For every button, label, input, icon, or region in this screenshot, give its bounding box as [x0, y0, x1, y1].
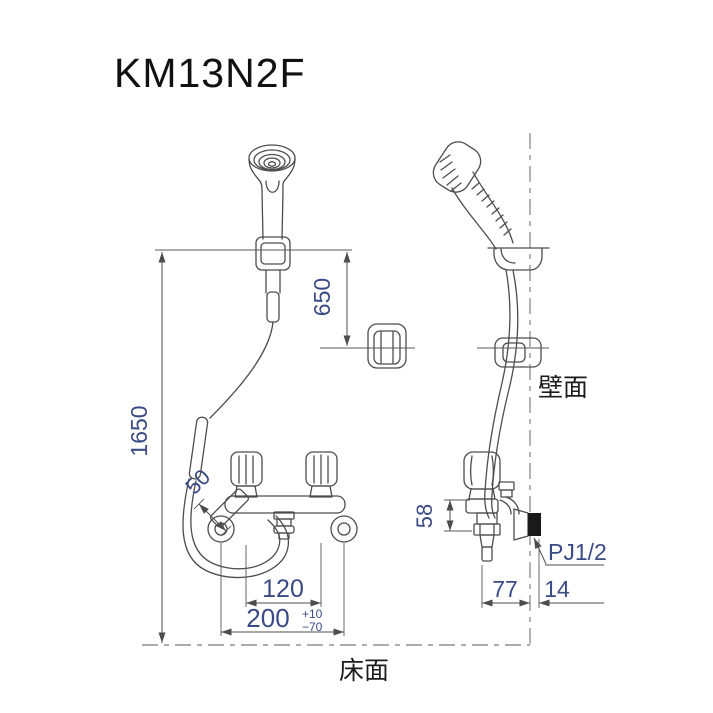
spare-hanger-front — [367, 323, 407, 369]
dim-58: 58 — [412, 499, 472, 532]
wall-flange — [528, 513, 541, 536]
shower-hose-side — [484, 269, 519, 519]
dim-58-label: 58 — [412, 504, 437, 528]
shower-hose-front — [182, 321, 290, 579]
dim-1650: 1650 — [126, 252, 166, 643]
dim-77-14: 77 14 — [481, 539, 604, 608]
front-view — [182, 144, 407, 579]
dim-200-label: 200 — [246, 603, 289, 633]
dim-200-tol-minus: −70 — [302, 620, 323, 634]
dim-200-tol-plus: +10 — [302, 607, 323, 621]
dim-650: 650 — [309, 252, 351, 346]
dimensions: 1650 650 50 120 200 +10 −70 — [126, 249, 607, 685]
dim-77-label: 77 — [492, 576, 518, 602]
shower-head-side — [432, 141, 514, 250]
dim-120-label: 120 — [262, 575, 304, 603]
shower-head-front — [248, 144, 296, 240]
page-title: KM13N2F — [114, 50, 306, 96]
wall-surface-label: 壁面 — [538, 374, 588, 402]
faucet-front — [207, 451, 358, 543]
spare-hanger-side — [477, 337, 549, 368]
dim-14-label: 14 — [544, 576, 570, 602]
dim-pj12-label: PJ1/2 — [548, 539, 607, 565]
dim-1650-label: 1650 — [126, 405, 152, 456]
shower-holder-side — [487, 247, 550, 271]
dim-pj12: PJ1/2 — [533, 537, 607, 566]
side-view: 壁面 — [432, 133, 588, 645]
dim-650-label: 650 — [309, 278, 335, 316]
faucet-side — [463, 451, 541, 562]
floor-surface-label: 床面 — [339, 657, 389, 685]
dim-200: 200 +10 −70 — [221, 603, 344, 636]
dim-120: 120 — [246, 575, 321, 607]
